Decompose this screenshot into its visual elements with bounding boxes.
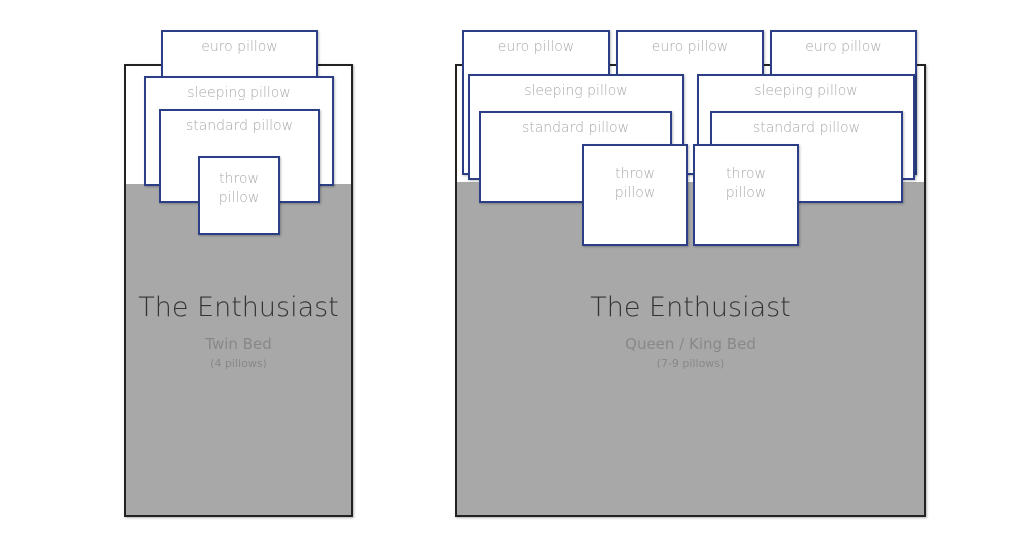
- throw-label-2: pillow: [218, 190, 260, 206]
- twin-pillow-count: (4 pillows): [210, 357, 267, 370]
- throw-label-1: throw: [726, 166, 766, 182]
- throw-label-1: throw: [219, 171, 259, 187]
- twin-bed-size: Twin Bed: [205, 335, 272, 353]
- twin-title: The Enthusiast: [138, 292, 339, 323]
- queen-bed-size: Queen / King Bed: [625, 335, 756, 353]
- throw-label-2: pillow: [614, 185, 656, 201]
- throw-pillow: throw pillow: [693, 144, 799, 246]
- throw-label-1: throw: [615, 166, 655, 182]
- queen-pillow-count: (7-9 pillows): [656, 357, 725, 370]
- throw-pillow: throw pillow: [198, 156, 280, 235]
- queen-title: The Enthusiast: [590, 292, 791, 323]
- throw-pillow: throw pillow: [582, 144, 688, 246]
- euro-pillow: euro pillow: [161, 30, 318, 80]
- throw-label-2: pillow: [725, 185, 767, 201]
